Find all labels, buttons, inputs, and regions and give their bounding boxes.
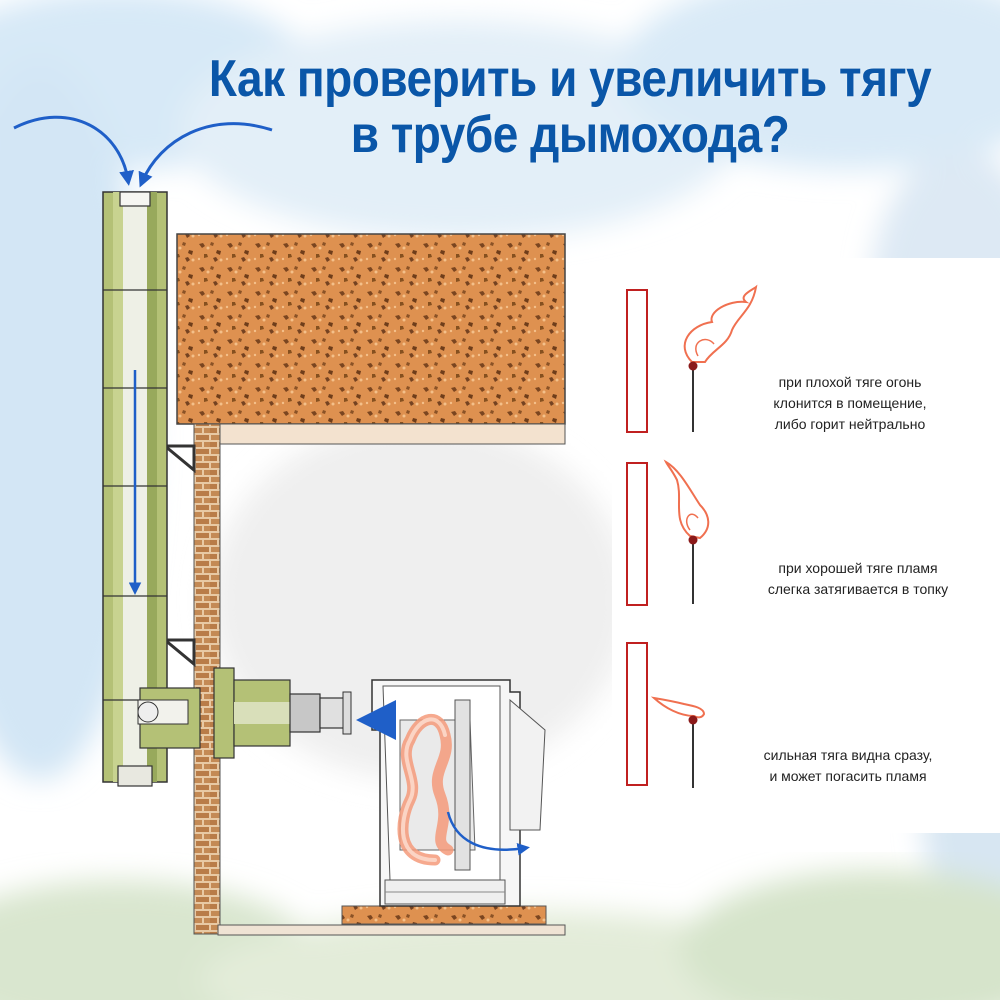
ceiling-slab xyxy=(176,233,566,425)
caption-weak-draft: при плохой тяге огонь клонится в помещен… xyxy=(732,372,968,435)
caption-line: либо горит нейтрально xyxy=(774,416,926,432)
air-arrow-right xyxy=(138,122,273,188)
wall-bracket-upper xyxy=(160,444,196,474)
ceiling-plate xyxy=(217,423,566,445)
caption-strong-draft: сильная тяга видна сразу, и может погаси… xyxy=(730,745,966,787)
boiler-base xyxy=(341,905,547,925)
horizontal-flue xyxy=(137,667,352,759)
caption-line: при хорошей тяге пламя xyxy=(778,560,938,576)
page-title-line-2: в трубе дымохода? xyxy=(350,104,790,164)
draft-example-good xyxy=(626,459,710,606)
wall-bracket-lower xyxy=(160,638,196,668)
draft-illustration-panel xyxy=(612,258,1000,833)
caption-line: при плохой тяге огонь xyxy=(778,374,922,390)
air-intake-arrow xyxy=(446,811,530,856)
flame-icon xyxy=(663,459,710,540)
caption-line: клонится в помещение, xyxy=(773,395,927,411)
flame-icon xyxy=(650,696,706,719)
page-title-line-1: Как проверить и увеличить тягу xyxy=(208,48,932,108)
boiler xyxy=(371,679,546,907)
caption-line: сильная тяга видна сразу, xyxy=(763,747,933,763)
caption-line: слегка затягивается в топку xyxy=(767,581,949,597)
air-arrow-left xyxy=(13,115,134,186)
floor xyxy=(217,924,566,936)
caption-good-draft: при хорошей тяге пламя слегка затягивает… xyxy=(740,558,976,600)
flame-icon xyxy=(683,284,758,363)
draft-example-weak xyxy=(626,284,758,433)
caption-line: и может погасить пламя xyxy=(769,768,927,784)
smoke-path-inner xyxy=(400,717,447,862)
draft-example-strong xyxy=(626,642,706,788)
